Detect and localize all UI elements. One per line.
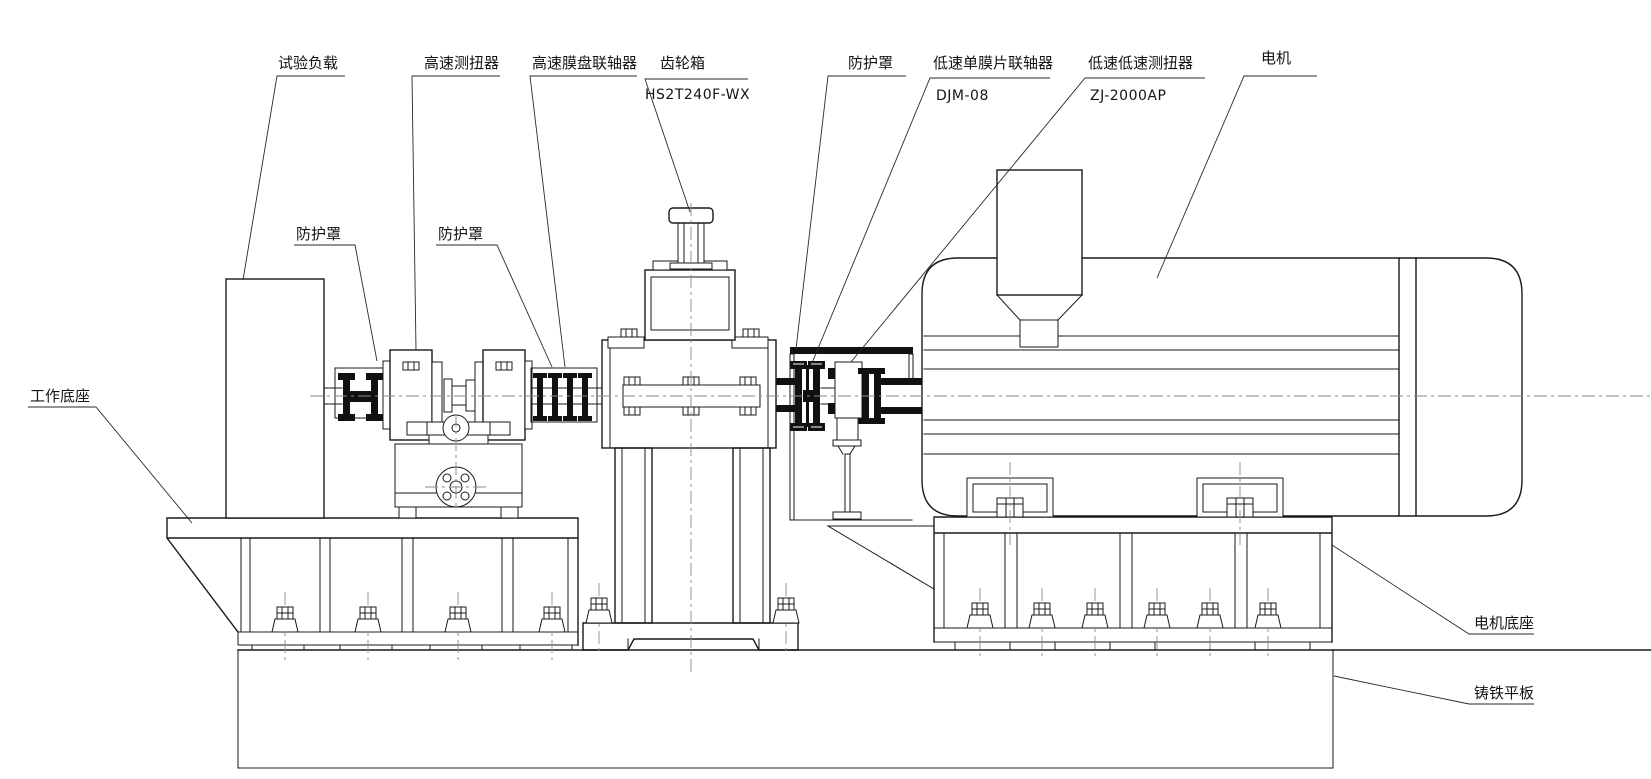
label-test-load: 试验负载	[242, 54, 345, 281]
label-guard-left: 防护罩	[294, 225, 378, 362]
label-ls-torque-meter-model: ZJ-2000AP	[1090, 88, 1166, 104]
anchor-bolt	[538, 591, 566, 663]
anchor-bolt	[444, 591, 472, 663]
anchor-bolt	[271, 591, 299, 663]
anchor-bolt	[354, 591, 382, 663]
label-ls-coupling-text: 低速单膜片联轴器	[933, 54, 1053, 72]
annotations: 试验负载 防护罩 防护罩 高速测扭器 高速膜盘联轴器 齿轮箱 HS2T240F-…	[28, 49, 1534, 705]
bar-bolt	[623, 406, 641, 416]
label-gearbox: 齿轮箱 HS2T240F-WX	[644, 54, 750, 213]
work-base	[166, 517, 579, 663]
anchor-bolt	[1028, 587, 1056, 659]
guard-cover-low-speed	[789, 347, 914, 521]
test-load-unit	[225, 278, 325, 519]
torque-meter-stand	[832, 417, 862, 520]
label-work-base-text: 工作底座	[30, 387, 90, 405]
test-load-coupling	[338, 373, 383, 421]
label-guard-right: 防护罩	[795, 54, 906, 350]
label-guard-mid: 防护罩	[436, 225, 553, 368]
label-cast-iron-plate-text: 铸铁平板	[1474, 684, 1534, 702]
label-ls-torque-meter-text: 低速低速测扭器	[1088, 54, 1193, 72]
label-motor-base: 电机底座	[1331, 544, 1534, 635]
anchor-bolt	[1081, 587, 1109, 659]
anchor-bolt	[772, 582, 800, 654]
high-speed-diaphragm-coupling	[530, 367, 603, 423]
motor-terminal-box	[995, 169, 1084, 348]
torque-meter-pedestal	[394, 414, 523, 519]
bar-bolt	[739, 406, 757, 416]
motor-base	[826, 462, 1333, 659]
anchor-bolt	[966, 587, 994, 659]
gearbox-ear-bolt	[620, 328, 638, 338]
label-hs-coupling-text: 高速膜盘联轴器	[532, 54, 637, 72]
label-guard-mid-text: 防护罩	[438, 225, 483, 243]
gearbox-foot-bar	[622, 384, 761, 408]
anchor-bolt	[1196, 587, 1224, 659]
label-work-base: 工作底座	[28, 387, 193, 524]
label-gearbox-model: HS2T240F-WX	[645, 87, 750, 103]
motor	[921, 169, 1523, 517]
label-ls-coupling: 低速单膜片联轴器 DJM-08	[811, 54, 1053, 364]
low-speed-train	[776, 347, 922, 521]
bar-bolt	[623, 376, 641, 386]
anchor-bolt	[1143, 587, 1171, 659]
bar-bolt	[739, 376, 757, 386]
motor-foot	[1196, 462, 1284, 545]
label-motor-text: 电机	[1261, 49, 1291, 67]
anchor-bolt	[1254, 587, 1282, 659]
label-test-load-text: 试验负载	[278, 54, 338, 72]
gearbox-ear-bolt	[742, 328, 760, 338]
label-cast-iron-plate: 铸铁平板	[1333, 675, 1534, 705]
support-wedge	[826, 525, 935, 590]
label-ls-torque-meter: 低速低速测扭器 ZJ-2000AP	[850, 54, 1205, 363]
motor-foot	[966, 462, 1054, 545]
label-guard-left-text: 防护罩	[296, 225, 341, 243]
label-hs-coupling: 高速膜盘联轴器	[529, 54, 637, 368]
anchor-bolt	[585, 582, 613, 654]
low-speed-torque-meter-zj2000ap	[828, 361, 863, 419]
high-speed-train	[323, 349, 603, 519]
cast-iron-plate	[237, 649, 1651, 769]
label-guard-right-text: 防护罩	[848, 54, 893, 72]
label-hs-torque-meter: 高速测扭器	[411, 54, 500, 351]
label-hs-torque-meter-text: 高速测扭器	[424, 54, 499, 72]
label-ls-coupling-model: DJM-08	[936, 88, 989, 104]
label-motor: 电机	[1156, 49, 1317, 279]
label-gearbox-text: 齿轮箱	[660, 54, 705, 72]
centerlines	[310, 203, 1651, 672]
label-motor-base-text: 电机底座	[1474, 614, 1534, 632]
